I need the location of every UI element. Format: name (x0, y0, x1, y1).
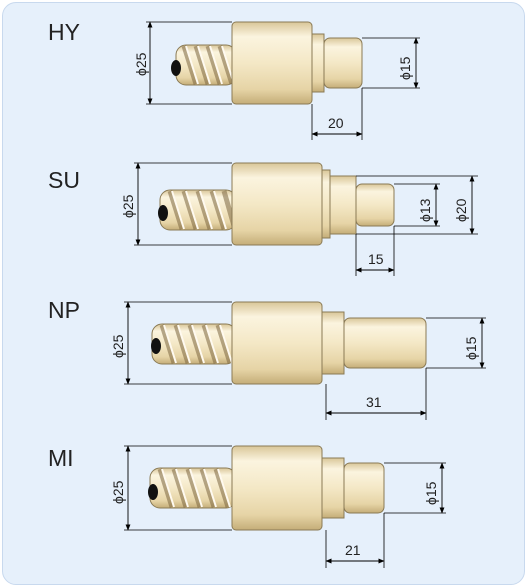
shoulder-su (329, 175, 357, 235)
dim-length-su: 15 (368, 251, 384, 267)
collar-hy (311, 33, 325, 93)
body-hy (231, 21, 313, 105)
dim-tip-su-20: ϕ20 (453, 198, 469, 222)
spring-su (158, 189, 237, 231)
dim-body-hy: ϕ25 (133, 52, 149, 76)
part-mi: MI ϕ25 ϕ15 21 (48, 445, 446, 568)
dim-tip-mi: ϕ15 (423, 481, 439, 505)
part-label-mi: MI (48, 445, 74, 471)
part-su: SU ϕ25 ϕ13 ϕ20 15 (48, 162, 478, 276)
body-su (231, 162, 323, 246)
body-mi (231, 445, 323, 531)
tip-hy (323, 37, 363, 89)
dim-body-mi: ϕ25 (110, 480, 126, 504)
dim-length-np: 31 (366, 394, 382, 410)
dim-length-hy: 20 (328, 115, 344, 131)
part-np: NP ϕ25 ϕ15 31 (48, 297, 486, 420)
part-hy: HY ϕ25 ϕ15 20 (48, 19, 420, 140)
dim-body-su: ϕ25 (120, 194, 136, 218)
tip-mi (343, 462, 385, 514)
collar-su (321, 169, 331, 239)
spring-mi (148, 467, 237, 509)
part-label-hy: HY (48, 19, 80, 45)
tip-np (343, 317, 427, 369)
part-label-np: NP (48, 297, 80, 323)
dim-tip-su-13: ϕ13 (417, 198, 433, 222)
spring-np (151, 323, 237, 365)
collar-np (321, 311, 345, 375)
spring-hy (171, 44, 237, 86)
part-label-su: SU (48, 167, 80, 193)
dim-length-mi: 21 (345, 542, 361, 558)
tip-su (355, 183, 395, 227)
dim-body-np: ϕ25 (110, 334, 126, 358)
collar-mi (321, 457, 345, 519)
dim-tip-np: ϕ15 (463, 336, 479, 360)
body-np (231, 301, 323, 385)
dim-tip-hy: ϕ15 (397, 56, 413, 80)
